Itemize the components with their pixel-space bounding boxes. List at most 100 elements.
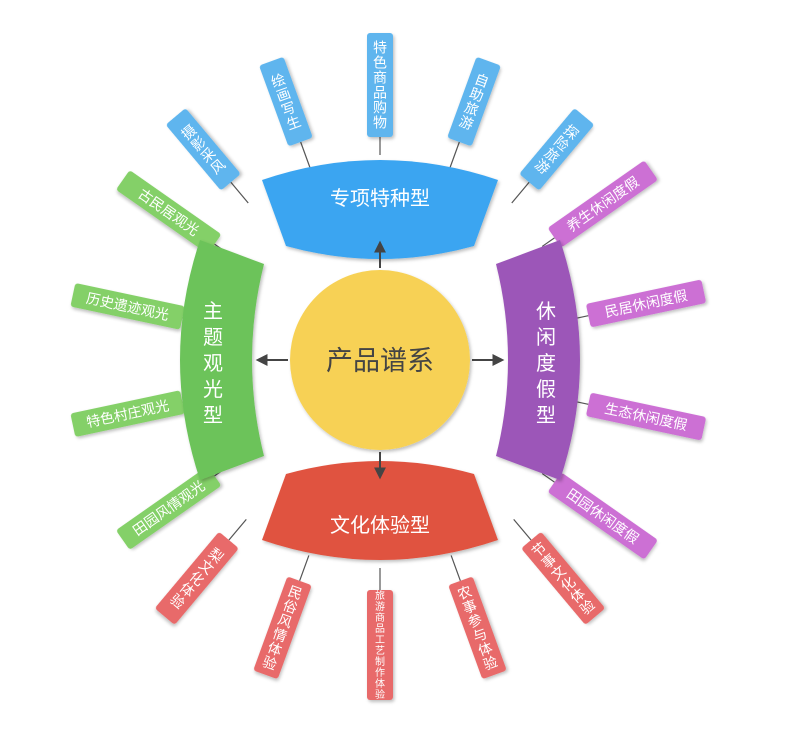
connector-line xyxy=(541,237,555,247)
leaf-label: 农事参与体验 xyxy=(456,584,500,674)
leaf-label-char: 品 xyxy=(373,86,387,102)
leaf-label-char: 游 xyxy=(375,600,385,613)
leaf-node: 农事参与体验 xyxy=(449,577,506,679)
connector-line xyxy=(450,555,461,582)
connector-line xyxy=(541,473,555,483)
center-arrows xyxy=(255,240,505,480)
leaf-node: 历史遗迹观光 xyxy=(70,283,185,330)
leaf-label-char: 色 xyxy=(373,55,387,72)
leaf-box xyxy=(259,57,313,146)
leaf-label: 梨文化体验 xyxy=(166,546,226,613)
leaf-label-char: 风 xyxy=(275,612,294,632)
category-label-char: 型 xyxy=(203,403,223,427)
connector-line xyxy=(299,555,310,582)
category-label-left: 主题观光型 xyxy=(203,299,223,427)
center-circle xyxy=(290,270,470,450)
category-label-top: 专项特种型 xyxy=(330,186,430,210)
leaf-label-char: 体 xyxy=(476,640,495,660)
category-label-char: 型 xyxy=(536,403,556,427)
leaf-box xyxy=(447,57,501,146)
category-label-right: 休闲度假型 xyxy=(536,299,556,427)
connector-line xyxy=(228,518,247,541)
leaf-label-char: 事 xyxy=(461,598,480,618)
leaf-label-char: 作 xyxy=(375,667,385,679)
leaf-label-char: 旅 xyxy=(462,100,481,120)
leaf-node: 民居休闲度假 xyxy=(586,280,706,327)
leaf-label: 节事文化体验 xyxy=(529,540,598,619)
leaf-box xyxy=(117,171,221,253)
leaf-label-char: 写 xyxy=(280,100,299,120)
leaf-node: 探险旅游 xyxy=(520,109,594,190)
leaf-label: 民俗风情体验 xyxy=(260,584,304,674)
leaf-label-char: 助 xyxy=(467,86,486,106)
leaf-label-char: 与 xyxy=(471,626,490,646)
leaf-label-char: 体 xyxy=(265,640,284,660)
leaf-box xyxy=(367,590,393,700)
leaf-label-char: 商 xyxy=(373,71,387,87)
leaf-label-char: 参 xyxy=(466,611,485,632)
category-label-char: 假 xyxy=(536,377,556,401)
leaf-node: 特色村庄观光 xyxy=(70,390,185,437)
category-label-char: 题 xyxy=(203,325,223,349)
category-label-char: 主 xyxy=(203,299,223,323)
leaf-label-char: 艺 xyxy=(375,645,385,657)
category-left: 主题观光型 xyxy=(180,240,264,480)
leaf-label: 养生休闲度假 xyxy=(564,174,642,235)
leaf-box xyxy=(166,109,240,190)
leaf-label-char: 农 xyxy=(456,584,475,604)
leaf-box xyxy=(70,283,185,330)
leaf-label: 田园风情观光 xyxy=(130,478,208,539)
category-band-right xyxy=(496,240,580,480)
category-band-top xyxy=(262,160,498,259)
leaf-node: 摄影采风 xyxy=(166,109,240,190)
category-top: 专项特种型 xyxy=(262,160,498,259)
leaf-box xyxy=(586,393,706,440)
leaf-box xyxy=(449,577,506,679)
leaf-label-char: 自 xyxy=(472,72,491,92)
leaf-box xyxy=(117,467,221,549)
leaf-box xyxy=(522,532,605,624)
leaf-box xyxy=(548,161,657,247)
leaf-label-char: 品 xyxy=(375,623,385,635)
category-band-left xyxy=(180,240,264,480)
leaf-node: 田园休闲度假 xyxy=(548,473,657,559)
leaf-label-char: 俗 xyxy=(281,598,300,618)
leaf-label-char: 情 xyxy=(270,626,289,646)
leaf-label-char: 购 xyxy=(373,101,387,117)
leaf-node: 古民居观光 xyxy=(117,171,221,253)
category-band-bottom xyxy=(262,461,498,560)
leaf-node: 田园风情观光 xyxy=(117,467,221,549)
leaf-node: 特色商品购物 xyxy=(367,33,393,137)
leaf-label-char: 旅 xyxy=(375,589,385,602)
leaf-label-char: 验 xyxy=(481,654,500,674)
category-label-bottom: 文化体验型 xyxy=(330,513,430,537)
leaf-label: 绘画写生 xyxy=(269,72,303,134)
leaf-label-char: 特 xyxy=(373,41,387,57)
leaf-label-char: 游 xyxy=(457,114,476,134)
leaf-label-char: 验 xyxy=(260,654,279,674)
leaf-node: 旅游商品工艺制作体验 xyxy=(367,589,393,701)
leaf-label: 古民居观光 xyxy=(135,186,202,239)
connector-line xyxy=(230,181,249,204)
center-label: 产品谱系 xyxy=(326,346,434,377)
leaf-label-char: 工 xyxy=(375,635,385,646)
leaf-box xyxy=(520,109,594,190)
leaf-label-char: 绘 xyxy=(269,72,288,92)
connector-line xyxy=(449,141,460,168)
category-label-char: 观 xyxy=(203,351,223,375)
leaf-label-char: 验 xyxy=(375,688,385,701)
connector-line xyxy=(513,518,532,541)
connector-line xyxy=(511,181,530,204)
leaf-box xyxy=(155,532,238,624)
leaf-box xyxy=(367,33,393,137)
leaf-label: 自助旅游 xyxy=(457,72,491,134)
leaf-label-char: 体 xyxy=(375,678,385,690)
leaf-label-char: 画 xyxy=(274,86,293,106)
leaf-box xyxy=(586,280,706,327)
leaf-box xyxy=(70,390,185,437)
leaf-label: 特色商品购物 xyxy=(373,41,387,132)
category-label-char: 闲 xyxy=(536,325,556,349)
leaf-label-char: 民 xyxy=(286,584,305,604)
connector-line xyxy=(300,141,311,168)
leaf-label: 旅游商品工艺制作体验 xyxy=(375,589,385,701)
